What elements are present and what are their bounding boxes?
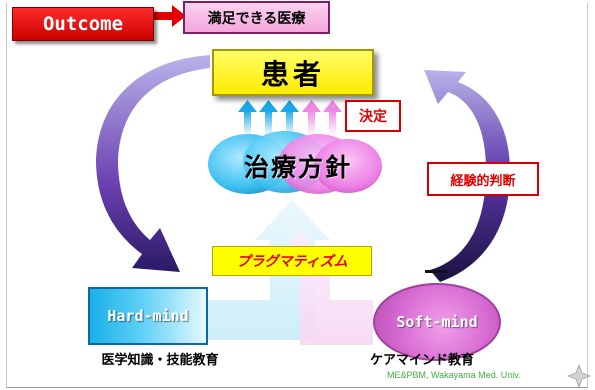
hard-mind-caption: 医学知識・技能教育 — [101, 353, 219, 368]
soft-mind-caption: ケアマインド教育 — [370, 353, 475, 368]
hard-mind-box: Hard-mind — [88, 287, 208, 345]
up-arrow-pink-2 — [323, 100, 342, 136]
slide-frame — [6, 3, 588, 388]
credit-text: ME&PBM, Wakayama Med. Univ. — [387, 370, 521, 380]
treatment-policy-balls — [208, 131, 382, 194]
up-arrow-blue-1 — [238, 100, 257, 136]
experience-judgment-box: 経験的判断 — [427, 162, 539, 196]
sparkle-logo-icon — [566, 363, 592, 389]
up-arrow-blue-3 — [280, 100, 299, 136]
decision-arrows — [238, 100, 342, 136]
divider-mark — [425, 270, 447, 273]
pragmatism-box: プラグマティズム — [212, 246, 372, 276]
treatment-policy-label: 治療方針 — [243, 153, 352, 182]
outcome-arrow — [152, 5, 186, 27]
patient-box: 患者 — [212, 49, 374, 96]
outcome-label: Outcome — [12, 7, 154, 41]
soft-mind-ellipse: Soft-mind — [373, 283, 501, 361]
right-curved-arrow — [424, 70, 510, 282]
up-arrow-pink-1 — [302, 100, 321, 136]
decision-box: 決定 — [345, 100, 401, 132]
satisfaction-box: 満足できる医療 — [183, 1, 330, 34]
left-curved-arrow — [96, 55, 210, 272]
up-arrow-blue-2 — [259, 100, 278, 136]
